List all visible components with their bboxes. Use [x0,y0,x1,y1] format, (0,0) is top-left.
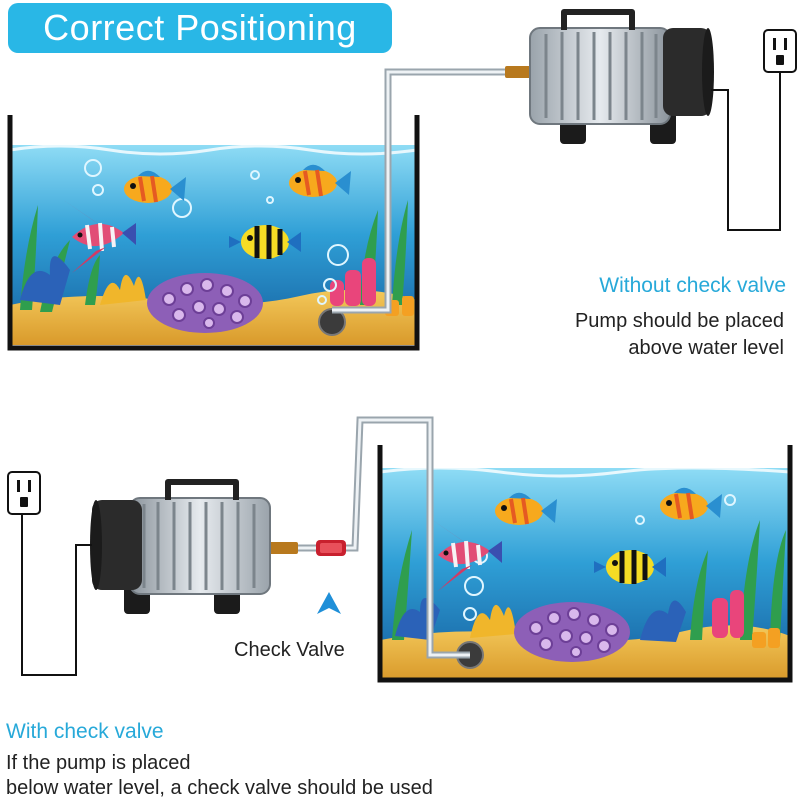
title-badge: Correct Positioning [8,3,392,53]
check-valve-label: Check Valve [234,639,345,661]
check-valve-icon [316,540,346,556]
bottom-power-outlet [7,471,41,515]
top-caption-line2: above water level [628,337,784,359]
bottom-caption-heading: With check valve [6,720,164,743]
top-caption-line1: Pump should be placed [574,310,784,332]
bottom-caption-line2: below water level, a check valve should … [6,777,433,799]
arrow-up-icon [317,592,341,614]
page-title: Correct Positioning [43,7,357,48]
bottom-caption-line1: If the pump is placed [6,752,191,774]
top-air-pump [530,12,781,231]
bottom-aquarium-tank [377,445,793,683]
top-power-outlet [763,29,797,73]
bottom-air-pump [21,482,270,676]
top-caption-heading: Without check valve [599,274,786,297]
